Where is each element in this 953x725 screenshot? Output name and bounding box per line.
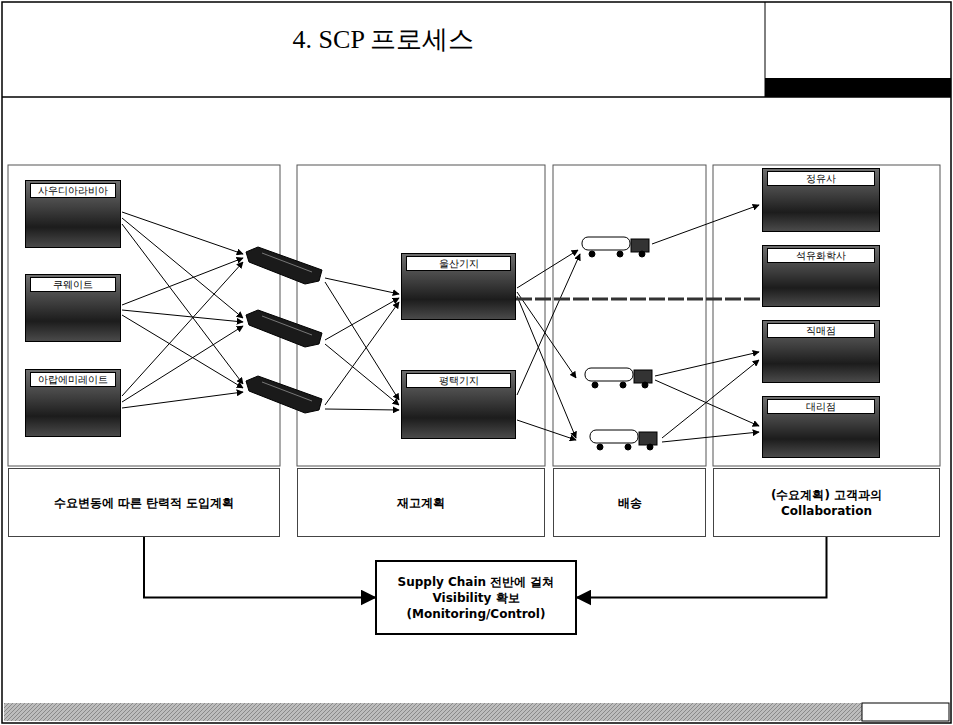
tanker-ship bbox=[246, 310, 322, 347]
flow-arrow bbox=[325, 298, 399, 340]
flow-arrow bbox=[655, 380, 759, 426]
flow-arrow bbox=[122, 224, 243, 384]
flow-arrow bbox=[122, 326, 243, 402]
flow-arrow bbox=[662, 432, 759, 442]
flow-arrow bbox=[122, 392, 243, 408]
flow-arrow bbox=[517, 254, 580, 395]
flow-connector bbox=[144, 537, 375, 598]
slide-title: 4. SCP 프로세스 bbox=[2, 22, 765, 57]
flow-arrows bbox=[122, 205, 759, 442]
truck-cab bbox=[634, 370, 652, 383]
site-picture: 아랍에미레이트 bbox=[25, 369, 121, 437]
pipeline bbox=[516, 297, 762, 300]
truck-tank bbox=[590, 430, 638, 443]
truck-wheel bbox=[589, 251, 595, 257]
site-name: 사우디아라비아 bbox=[30, 183, 116, 198]
flow-arrow bbox=[517, 296, 576, 438]
truck-cab bbox=[639, 432, 657, 445]
flow-arrow bbox=[517, 420, 576, 440]
site-name: 울산기지 bbox=[406, 256, 511, 271]
flow-arrow bbox=[517, 292, 576, 378]
flow-arrow bbox=[325, 282, 399, 400]
truck-tank bbox=[582, 237, 630, 250]
ship-deck bbox=[262, 316, 312, 335]
site-picture: 직매점 bbox=[762, 320, 880, 383]
panel bbox=[297, 165, 545, 466]
stage-label: 배송 bbox=[618, 495, 642, 511]
site-picture: 정유사 bbox=[762, 168, 880, 232]
stage-label-box: (수요계획) 고객과의 Collaboration bbox=[713, 468, 940, 537]
truck-wheel bbox=[642, 382, 648, 388]
site-picture: 대리점 bbox=[762, 396, 880, 458]
flow-arrow bbox=[122, 310, 243, 322]
site-name: 평택기지 bbox=[406, 373, 511, 388]
ship-deck bbox=[262, 382, 312, 401]
stage-label-box: 수요변동에 따른 탄력적 도입계획 bbox=[8, 468, 280, 537]
footer-box bbox=[862, 703, 949, 721]
flow-connector bbox=[577, 537, 827, 598]
tanker-ships bbox=[246, 247, 322, 413]
stage-label: (수요계획) 고객과의 Collaboration bbox=[747, 487, 907, 519]
stage-label-box: 재고계획 bbox=[297, 468, 545, 537]
flow-arrow bbox=[662, 360, 759, 438]
process-box: Supply Chain 전반에 걸쳐 Visibility 확보 (Monit… bbox=[375, 560, 577, 635]
stage-label: 재고계획 bbox=[397, 495, 445, 511]
site-name: 직매점 bbox=[767, 323, 875, 338]
site-name: 정유사 bbox=[767, 171, 875, 186]
truck-wheel bbox=[592, 382, 598, 388]
ship-deck bbox=[262, 253, 312, 272]
header-bar bbox=[765, 78, 951, 97]
truck-wheel bbox=[617, 251, 623, 257]
flow-arrow bbox=[325, 278, 399, 294]
site-name: 석유화학사 bbox=[767, 248, 875, 263]
tanker-ship bbox=[246, 376, 322, 413]
tanker-trucks bbox=[582, 237, 657, 450]
flow-arrow bbox=[517, 250, 578, 288]
footer-band bbox=[4, 703, 862, 721]
site-picture: 울산기지 bbox=[401, 253, 516, 320]
stage-label-box: 배송 bbox=[553, 468, 706, 537]
stage-label: 수요변동에 따른 탄력적 도입계획 bbox=[54, 495, 235, 511]
truck-wheel bbox=[620, 382, 626, 388]
tanker-ship bbox=[246, 247, 322, 284]
site-picture: 석유화학사 bbox=[762, 245, 880, 307]
flow-arrow bbox=[122, 262, 243, 396]
site-picture: 평택기지 bbox=[401, 370, 516, 439]
site-picture: 사우디아라비아 bbox=[25, 180, 121, 248]
flow-arrow bbox=[122, 218, 243, 318]
site-name: 대리점 bbox=[767, 399, 875, 414]
flow-arrow bbox=[122, 315, 243, 388]
truck-wheel bbox=[625, 444, 631, 450]
truck-tank bbox=[585, 368, 633, 381]
stage-label: Supply Chain 전반에 걸쳐 Visibility 확보 (Monit… bbox=[385, 574, 567, 622]
truck-cab bbox=[631, 239, 649, 252]
truck-wheel bbox=[647, 444, 653, 450]
site-picture: 쿠웨이트 bbox=[25, 274, 121, 342]
truck-wheel bbox=[639, 251, 645, 257]
flow-arrow bbox=[652, 205, 759, 244]
panel bbox=[8, 165, 280, 466]
truck-wheel bbox=[597, 444, 603, 450]
flow-arrow bbox=[325, 302, 399, 405]
site-name: 쿠웨이트 bbox=[30, 277, 116, 292]
flow-arrow bbox=[325, 409, 399, 410]
site-name: 아랍에미레이트 bbox=[30, 372, 116, 387]
